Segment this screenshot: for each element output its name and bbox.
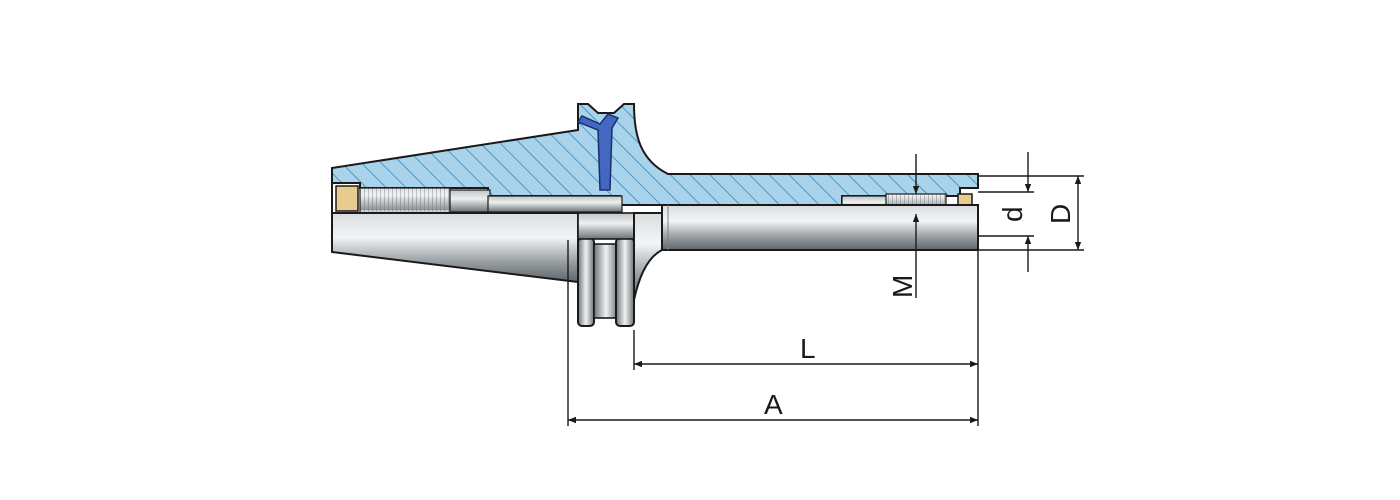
shank-fillet (633, 212, 663, 301)
thread-left (359, 187, 451, 215)
section-body (331, 103, 979, 215)
label-D: D (1045, 204, 1076, 224)
external-body (331, 183, 979, 327)
dimensions (567, 152, 1084, 426)
flange-groove (593, 243, 619, 319)
bore-left (449, 189, 491, 213)
coolant-channel (576, 113, 620, 191)
bore-mid (487, 195, 623, 213)
brass-insert-left (335, 185, 359, 212)
shank (661, 204, 979, 251)
flange-right-ring (615, 237, 635, 327)
flange-left-ring (577, 237, 595, 327)
label-L: L (800, 333, 816, 364)
taper-cone (331, 212, 579, 284)
label-A: A (764, 389, 783, 420)
label-d: d (997, 206, 1028, 222)
flange-collar (577, 212, 635, 240)
label-M: M (887, 275, 918, 298)
